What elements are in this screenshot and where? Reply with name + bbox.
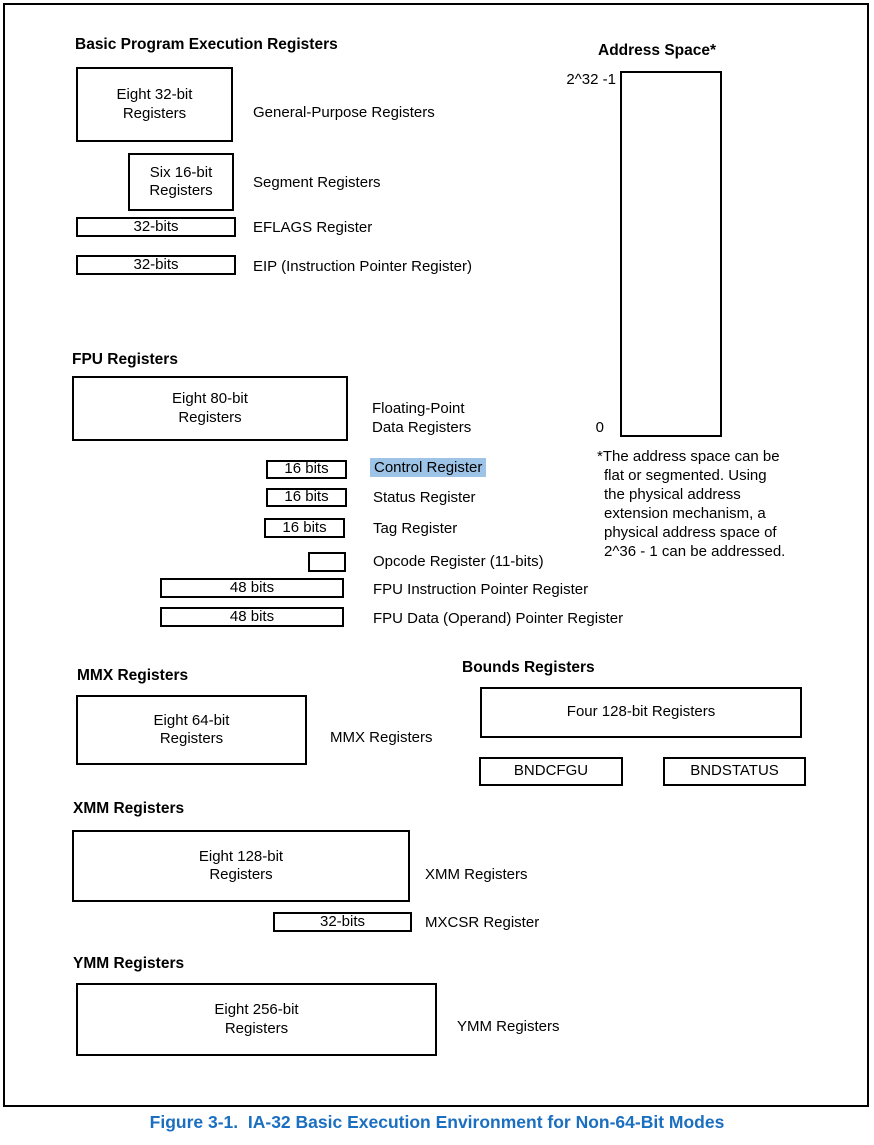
basic-program-heading: Basic Program Execution Registers bbox=[75, 36, 338, 53]
fpu-data-box-line1: Eight 80-bit bbox=[172, 390, 248, 408]
fpu-tag-box: 16 bits bbox=[264, 518, 345, 538]
gpr-box-line1: Eight 32-bit bbox=[116, 86, 193, 104]
segment-box-line2: Registers bbox=[149, 182, 213, 199]
fpu-data-pointer-box: 48 bits bbox=[160, 607, 344, 627]
eip-label: EIP (Instruction Pointer Register) bbox=[253, 258, 472, 275]
fpu-status-box: 16 bits bbox=[266, 488, 347, 507]
mmx-box-line2: Registers bbox=[159, 730, 224, 747]
ymm-label: YMM Registers bbox=[457, 1018, 560, 1035]
address-space-heading: Address Space* bbox=[598, 42, 717, 59]
xmm-box-line1: Eight 128-bit bbox=[198, 847, 284, 865]
note-line: extension mechanism, a bbox=[604, 505, 766, 522]
fpu-data-box-line2: Registers bbox=[178, 408, 242, 426]
mxcsr-box: 32-bits bbox=[273, 912, 412, 932]
bounds-heading: Bounds Registers bbox=[462, 659, 595, 676]
gpr-box-line2: Registers bbox=[122, 104, 187, 122]
xmm-label: XMM Registers bbox=[425, 866, 528, 883]
ymm-box: Eight 256-bit Registers bbox=[76, 983, 437, 1056]
address-space-note: *The address space can be flat or segmen… bbox=[597, 447, 785, 561]
note-line: *The address space can be bbox=[597, 448, 780, 465]
figure-caption: Figure 3-1. IA-32 Basic Execution Enviro… bbox=[149, 1112, 725, 1132]
fpu-control-label: Control Register bbox=[370, 458, 487, 477]
mmx-label: MMX Registers bbox=[330, 729, 433, 746]
mmx-box: Eight 64-bit Registers bbox=[76, 695, 307, 765]
gpr-label: General-Purpose Registers bbox=[253, 104, 435, 121]
fpu-instruction-pointer-label: FPU Instruction Pointer Register bbox=[373, 581, 589, 598]
fpu-data-box: Eight 80-bit Registers bbox=[72, 376, 348, 441]
address-space-top-label: 2^32 -1 bbox=[566, 71, 616, 88]
bndstatus-box: BNDSTATUS bbox=[663, 757, 806, 786]
fpu-control-label-highlight: Control Register bbox=[370, 458, 487, 477]
eip-box: 32-bits bbox=[76, 255, 236, 275]
fpu-control-box: 16 bits bbox=[266, 460, 347, 479]
address-space-bottom-label: 0 bbox=[595, 419, 604, 436]
xmm-heading: XMM Registers bbox=[73, 800, 185, 817]
mmx-heading: MMX Registers bbox=[77, 667, 189, 684]
eflags-box: 32-bits bbox=[76, 217, 236, 237]
note-line: 2^36 - 1 can be addressed. bbox=[604, 543, 786, 560]
mmx-box-line1: Eight 64-bit bbox=[153, 711, 230, 729]
eflags-label: EFLAGS Register bbox=[253, 219, 373, 236]
segment-label: Segment Registers bbox=[253, 174, 381, 191]
note-line: the physical address bbox=[604, 486, 741, 503]
note-line: physical address space of bbox=[604, 524, 777, 541]
address-space-box bbox=[620, 71, 722, 437]
fpu-tag-label: Tag Register bbox=[373, 520, 458, 537]
fpu-heading: FPU Registers bbox=[72, 351, 178, 368]
xmm-box-line2: Registers bbox=[209, 866, 273, 883]
bounds-main-box: Four 128-bit Registers bbox=[480, 687, 802, 738]
segment-box-line1: Six 16-bit bbox=[149, 163, 213, 181]
gpr-box: Eight 32-bit Registers bbox=[76, 67, 233, 142]
fpu-opcode-box bbox=[308, 552, 346, 572]
ymm-box-line2: Registers bbox=[224, 1019, 289, 1037]
segment-box: Six 16-bit Registers bbox=[128, 153, 234, 211]
fpu-data-label-line1: Floating-Point bbox=[372, 400, 465, 417]
bndcfgu-box: BNDCFGU bbox=[479, 757, 623, 786]
xmm-box: Eight 128-bit Registers bbox=[72, 830, 410, 902]
fpu-data-pointer-label: FPU Data (Operand) Pointer Register bbox=[373, 610, 624, 627]
ymm-box-line1: Eight 256-bit bbox=[214, 1001, 299, 1019]
note-line: flat or segmented. Using bbox=[604, 467, 767, 484]
fpu-data-label-line2: Data Registers bbox=[372, 419, 472, 436]
fpu-data-label: Floating-Point Data Registers bbox=[372, 399, 471, 437]
mxcsr-label: MXCSR Register bbox=[425, 914, 540, 931]
fpu-status-label: Status Register bbox=[373, 489, 476, 506]
fpu-opcode-label: Opcode Register (11-bits) bbox=[373, 553, 544, 570]
fpu-instruction-pointer-box: 48 bits bbox=[160, 578, 344, 598]
ymm-heading: YMM Registers bbox=[73, 955, 185, 972]
